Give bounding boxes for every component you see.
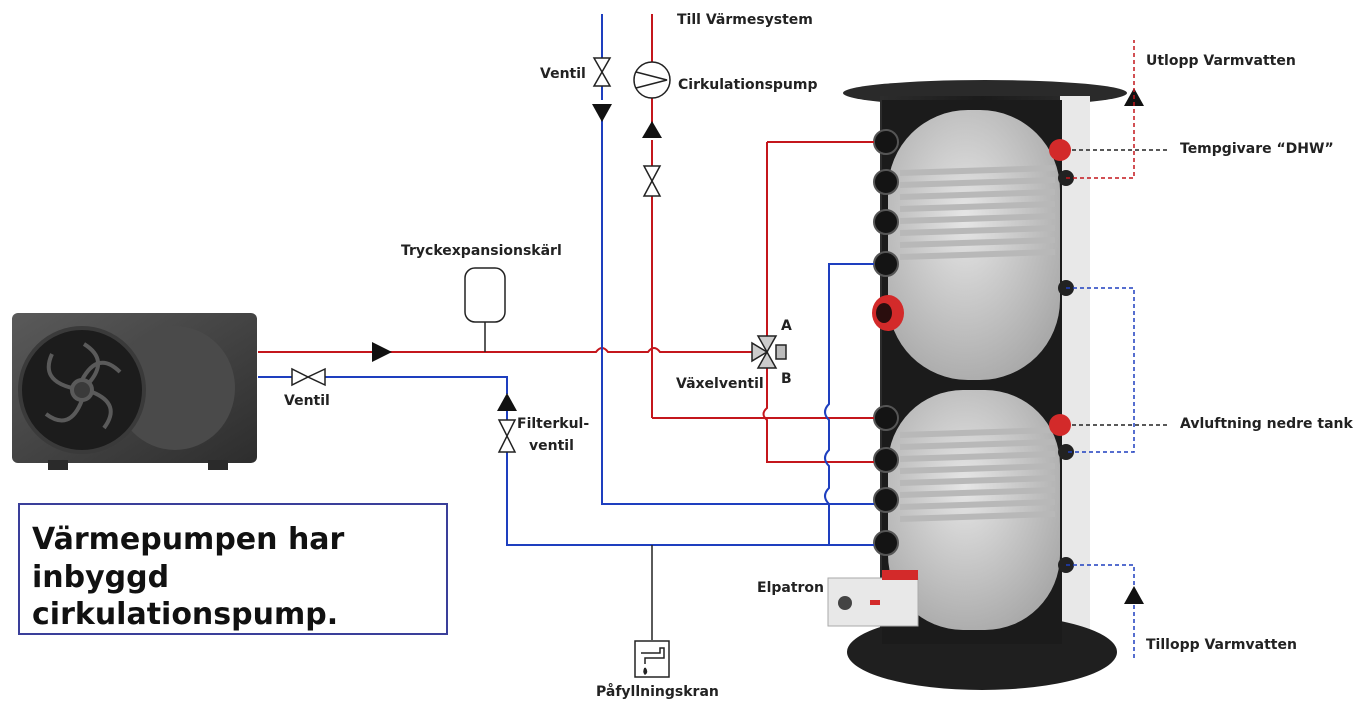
label-cirkulationspump: Cirkulationspump: [678, 77, 818, 93]
label-tryckexpansionskarl: Tryckexpansionskärl: [401, 243, 562, 259]
diverting-valve-icon: [751, 335, 787, 369]
label-filterkulventil-line1: Filterkul-: [517, 416, 590, 432]
label-avluftning: Avluftning nedre tank: [1180, 416, 1353, 432]
valve-icon: [642, 165, 662, 197]
valve-icon: [291, 367, 326, 387]
red-port-middle: [872, 295, 904, 331]
label-port-b: B: [781, 371, 792, 387]
flow-arrow-down-icon: [592, 104, 612, 122]
label-port-a: A: [781, 318, 792, 334]
label-elpatron: Elpatron: [757, 580, 825, 596]
sensor-leader-lines: [1072, 149, 1170, 426]
info-box-text: Värmepumpen har inbyggd cirkulationspump…: [32, 522, 345, 632]
flow-arrow-right-icon: [372, 342, 392, 362]
circulation-pump-icon: [633, 61, 671, 99]
label-vaxelventil: Växelventil: [676, 376, 764, 392]
label-ventil-top: Ventil: [540, 66, 586, 82]
inlet-arrow-up-icon: [1124, 586, 1144, 604]
heat-pump-unit: [12, 313, 257, 470]
filler-line: [484, 322, 653, 640]
filling-tap-icon: [634, 640, 670, 678]
flow-arrow-up-icon: [642, 121, 662, 138]
expansion-vessel-icon: [464, 267, 506, 323]
label-tempgivare: Tempgivare “DHW”: [1180, 141, 1334, 157]
label-till-varmesystem: Till Värmesystem: [677, 12, 813, 28]
info-box: Värmepumpen har inbyggd cirkulationspump…: [18, 503, 448, 635]
supply-pipes: [258, 14, 874, 463]
label-ventil-left: Ventil: [284, 393, 330, 409]
label-pafyllningskran: Påfyllningskran: [596, 684, 719, 700]
lower-coil: [899, 427, 1056, 522]
valve-icon: [592, 57, 612, 87]
dhw-outlet-dashed: [1066, 40, 1135, 179]
dhw-inlet-dashed: [1066, 287, 1135, 660]
filter-ball-valve-icon: [497, 419, 517, 453]
tank-ports-right: [1049, 139, 1074, 573]
tank-ports-left: [873, 129, 899, 556]
elpatron-heater: [827, 570, 919, 627]
label-filterkulventil-line2: ventil: [529, 438, 574, 454]
label-tillopp-varmvatten: Tillopp Varmvatten: [1146, 637, 1297, 653]
label-utlopp-varmvatten: Utlopp Varmvatten: [1146, 53, 1296, 69]
upper-coil: [899, 165, 1056, 260]
return-pipes: [258, 14, 874, 546]
flow-arrow-up-icon: [497, 393, 517, 411]
fan-icon: [44, 342, 122, 430]
storage-tank: [827, 80, 1127, 690]
